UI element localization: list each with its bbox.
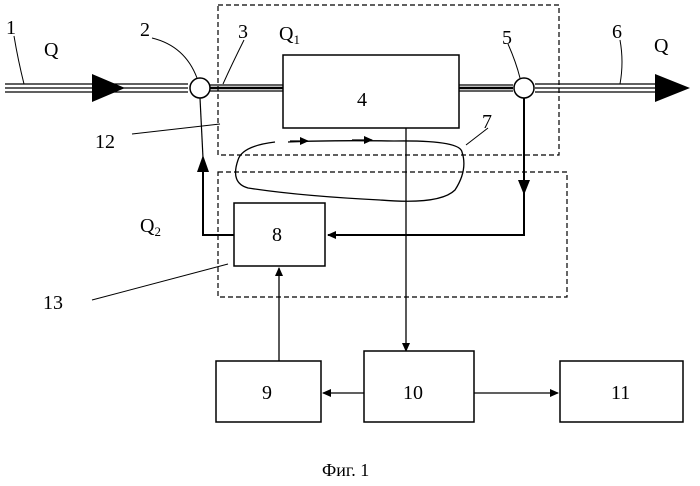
junction-5 [514,78,534,98]
label-q2: Q2 [140,215,161,239]
label-4: 4 [357,89,367,111]
label-10: 10 [403,382,423,404]
junction-2 [190,78,210,98]
label-12: 12 [95,131,115,153]
loop-7 [236,141,464,202]
pipe-to-block-4 [210,85,283,91]
figure-caption: Фиг. 1 [322,460,369,480]
output-flow-arrow [655,74,690,102]
leader-1 [14,36,24,84]
feedback-link-to-junction [200,98,203,158]
label-3: 3 [238,21,248,43]
input-flow-arrow [92,74,125,102]
label-8: 8 [272,224,282,246]
leader-2 [152,38,197,78]
input-pipe [5,74,188,102]
label-2: 2 [140,19,150,41]
leader-6 [620,40,622,84]
leader-5 [508,44,520,78]
label-13: 13 [43,292,63,314]
label-6: 6 [612,21,622,43]
output-pipe [535,74,690,102]
label-11: 11 [611,382,630,404]
label-1: 1 [6,17,16,39]
leader-3 [223,40,244,84]
pipe-from-block-4 [459,85,513,91]
label-q-in: Q [44,39,59,61]
label-9: 9 [262,382,272,404]
leader-13 [92,264,228,300]
return-arrow-head [518,180,530,195]
label-7: 7 [482,111,492,133]
label-5: 5 [502,27,512,49]
leader-12 [132,124,220,134]
block-4 [283,55,459,128]
label-q1: Q1 [279,23,300,47]
label-q-out: Q [654,35,669,57]
